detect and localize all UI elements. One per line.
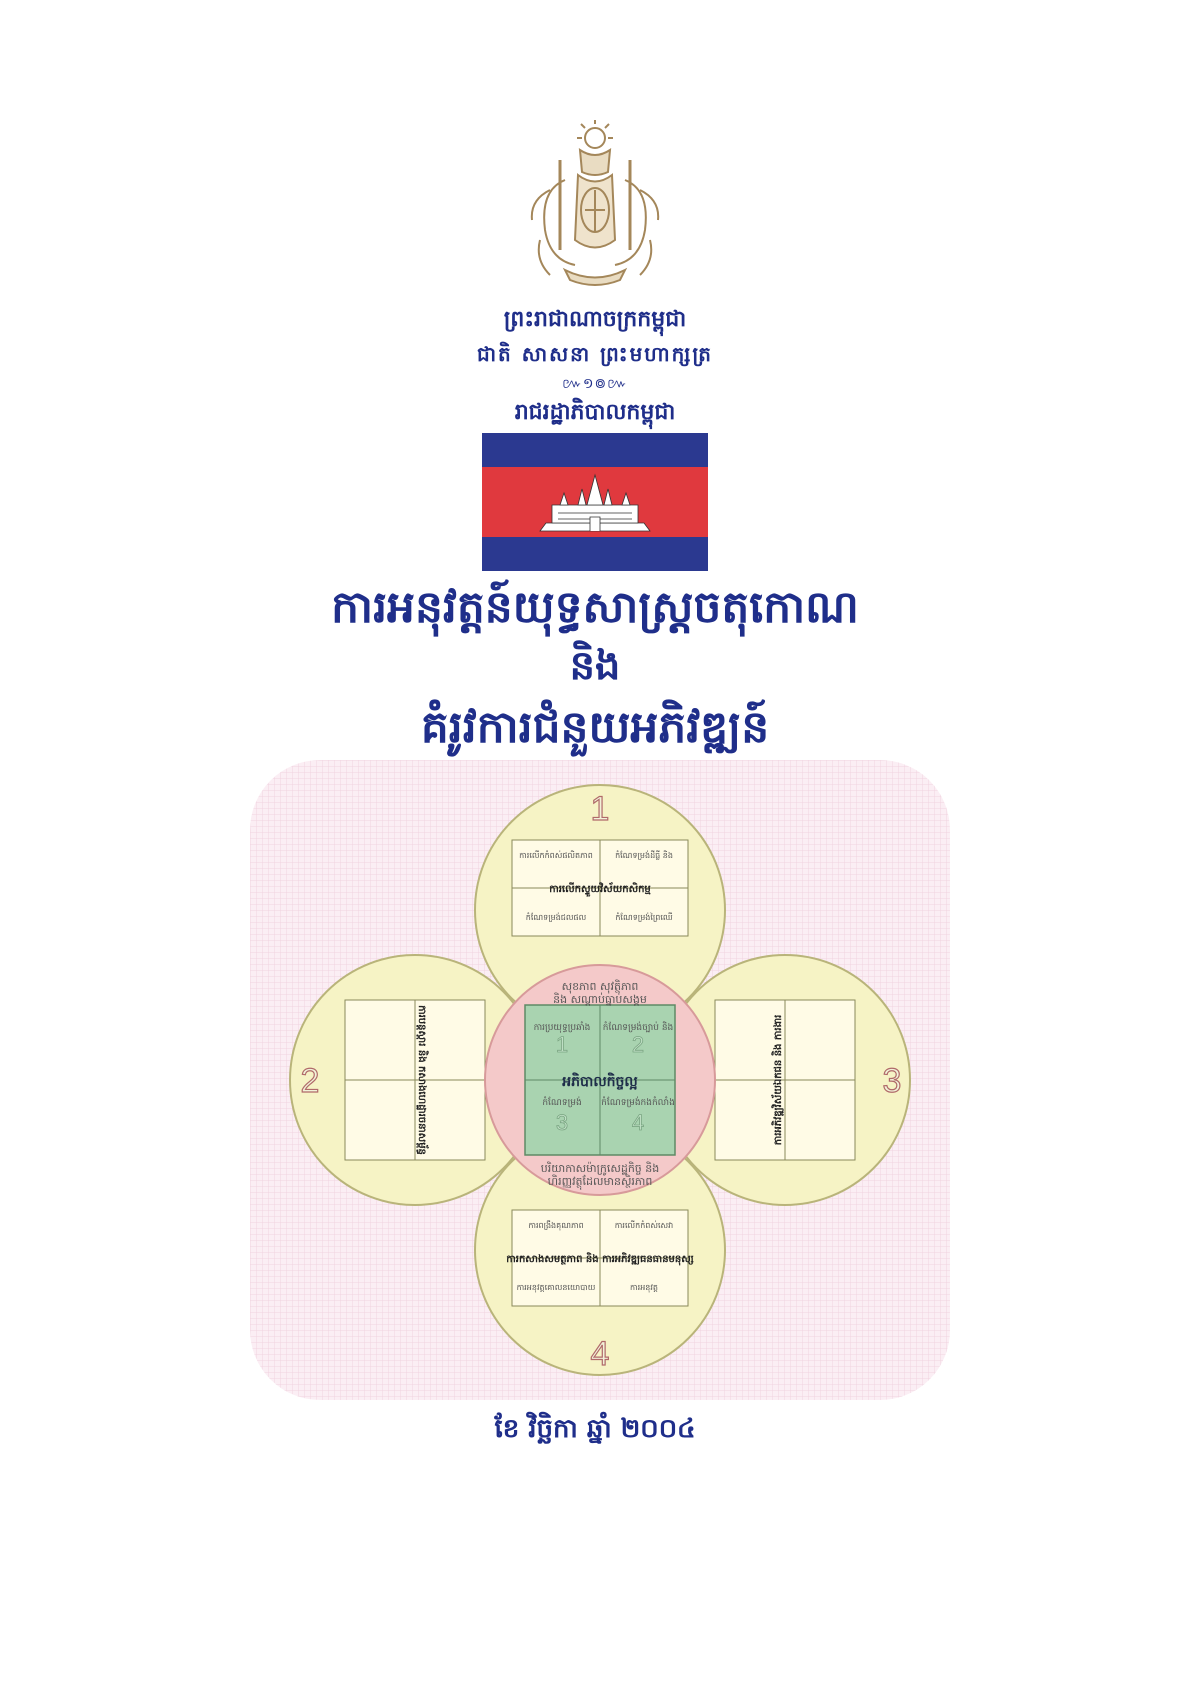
petal-number-3: 3 [883, 1062, 902, 1100]
document-title-line1: ការអនុវត្តន៍យុទ្ធសាស្ត្រចតុកោណ [331, 582, 859, 633]
svg-text:1: 1 [556, 1032, 568, 1057]
publication-date: ខែ វិច្ឆិកា ឆ្នាំ ២០០៤ [494, 1414, 696, 1444]
document-title-line2: និង [569, 643, 621, 689]
svg-text:កំណែទម្រង់ច្បាប់ និង: កំណែទម្រង់ច្បាប់ និង [603, 1021, 674, 1033]
nation-religion-king: ជាតិ សាសនា ព្រះមហាក្សត្រ [477, 342, 713, 366]
svg-text:កំណែទម្រង់ជលផល: កំណែទម្រង់ជលផល [526, 912, 587, 922]
svg-text:ហិរញ្ញវត្ថុដែលមានស្ថិរភាព: ហិរញ្ញវត្ថុដែលមានស្ថិរភាព [548, 1174, 653, 1190]
svg-text:សុខភាព សុវត្ថិភាព: សុខភាព សុវត្ថិភាព [562, 979, 639, 994]
svg-text:ការពង្រឹងគុណភាព: ការពង្រឹងគុណភាព [528, 1220, 583, 1231]
kingdom-title: ព្រះរាជាណាចក្រកម្ពុជា [503, 307, 687, 332]
svg-text:ការប្រយុទ្ធប្រឆាំង: ការប្រយុទ្ធប្រឆាំង [534, 1021, 591, 1033]
svg-text:កំណែទម្រង់ព្រៃឈើ: កំណែទម្រង់ព្រៃឈើ [615, 912, 673, 922]
svg-text:ការបន្តស្តារ និង កសាងហេដ្ឋារចន: ការបន្តស្តារ និង កសាងហេដ្ឋារចនាសម្ព័ន្ធ [416, 1005, 429, 1155]
svg-text:ការអភិវឌ្ឍវិស័យឯកជន និង ការងារ: ការអភិវឌ្ឍវិស័យឯកជន និង ការងារ [771, 1015, 784, 1146]
svg-text:ការអនុវត្តគោលនយោបាយ: ការអនុវត្តគោលនយោបាយ [517, 1283, 596, 1293]
svg-text:ការអនុវត្ត: ការអនុវត្ត [630, 1283, 658, 1293]
svg-text:កំណែទម្រង់ដីធ្លី និង: កំណែទម្រង់ដីធ្លី និង [615, 850, 673, 860]
petal-number-2: 2 [301, 1062, 320, 1100]
svg-text:ការលើកស្ទួយវិស័យកសិកម្ម: ការលើកស្ទួយវិស័យកសិកម្ម [549, 882, 651, 897]
svg-text:3: 3 [556, 1110, 568, 1135]
svg-text:កំណែទម្រង់កងកំលាំង: កំណែទម្រង់កងកំលាំង [601, 1096, 675, 1108]
angkor-wat-icon [539, 473, 651, 532]
rectangular-strategy-diagram: 1 2 3 4 1 2 3 4 ការប្រយុទ្ធប្រឆាំង កំណែទ… [250, 760, 950, 1400]
petal-number-1: 1 [591, 790, 610, 828]
document-title-line3: គំរូវការជំនួយអភិវឌ្ឍន៍ [420, 702, 770, 753]
svg-text:និង សណ្តាប់ធ្នាប់សង្គម: និង សណ្តាប់ធ្នាប់សង្គម [553, 992, 647, 1006]
svg-text:ការលើកកំពស់សេវា: ការលើកកំពស់សេវា [615, 1220, 673, 1230]
svg-text:4: 4 [632, 1110, 644, 1135]
center-label: អភិបាលកិច្ចល្អ [562, 1072, 638, 1090]
svg-text:2: 2 [632, 1032, 644, 1057]
petal-number-4: 4 [591, 1335, 610, 1373]
ornament-divider: ៚១៙៚ [562, 376, 628, 392]
svg-text:កំណែទម្រង់: កំណែទម្រង់ [542, 1096, 581, 1108]
royal-emblem [530, 120, 660, 286]
cambodia-flag [482, 433, 708, 571]
government-title: រាជរដ្ឋាភិបាលកម្ពុជា [514, 400, 676, 425]
svg-text:ការលើកកំពស់ផលិតភាព: ការលើកកំពស់ផលិតភាព [519, 850, 593, 860]
svg-text:ការកសាងសមត្ថភាព និង ការអភិវឌ្ឍ: ការកសាងសមត្ថភាព និង ការអភិវឌ្ឍធនធានមនុស្… [506, 1252, 694, 1266]
svg-text:បរិយាកាសម៉ាក្រូសេដ្ឋកិច្ច និង: បរិយាកាសម៉ាក្រូសេដ្ឋកិច្ច និង [541, 1161, 660, 1176]
